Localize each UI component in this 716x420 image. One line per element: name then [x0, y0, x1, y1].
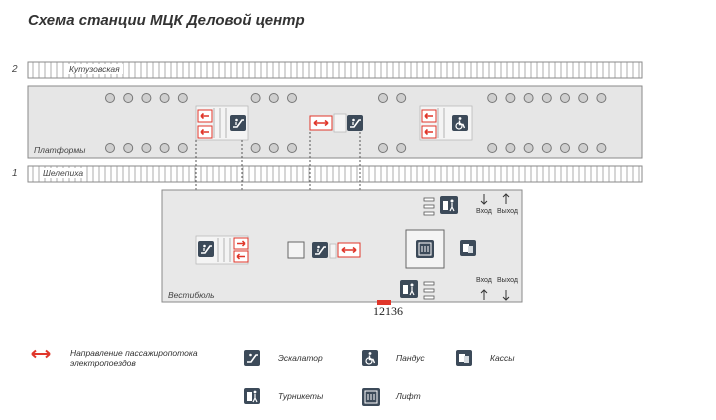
- lift-block: [405, 229, 445, 269]
- platform-column: [396, 143, 407, 153]
- legend-turnstiles-label: Турникеты: [278, 391, 324, 401]
- platform-column: [560, 143, 570, 153]
- turnstile-icon: [400, 280, 418, 298]
- platform-column: [105, 143, 115, 153]
- direction-arrow-icon: [309, 115, 333, 131]
- track-1: [27, 165, 643, 183]
- exit-arrows-top: [480, 193, 510, 205]
- legend-ramp-label: Пандус: [396, 353, 425, 363]
- track-direction-top: Кутузовская: [66, 64, 123, 74]
- platform-column: [505, 143, 516, 153]
- legend-ticket-office-label: Кассы: [490, 353, 515, 363]
- platform-column: [396, 93, 407, 103]
- ramp-icon: [452, 115, 468, 131]
- vestibule-label: Вестибюль: [168, 290, 215, 300]
- ticket-office-icon: [460, 240, 476, 256]
- platform-column: [596, 93, 607, 103]
- track-2: [27, 61, 643, 79]
- direction-arrow-icon: [233, 250, 249, 263]
- exit-arrows-bottom: [480, 289, 510, 301]
- track-direction-bottom: Шелепиха: [40, 168, 87, 178]
- platform-columns-bottom: [105, 143, 607, 153]
- escalator-icon: [346, 114, 364, 132]
- platform-exit-right: [419, 105, 473, 141]
- platform-column: [177, 143, 188, 153]
- platform-column: [250, 93, 261, 103]
- platform-column: [177, 93, 188, 103]
- turnstiles-bottom: [400, 280, 435, 300]
- legend-escalator-icon: [244, 350, 260, 366]
- platform-column: [268, 143, 279, 153]
- legend-direction-arrow-icon: [31, 349, 51, 359]
- platform-column: [123, 143, 134, 153]
- stop-code: 12136: [373, 304, 403, 318]
- platform-column: [141, 143, 152, 153]
- direction-arrow-icon: [337, 242, 361, 258]
- platform-column: [159, 93, 170, 103]
- legend-ramp-icon: [362, 350, 378, 366]
- page-title: Схема станции МЦК Деловой центр: [28, 12, 305, 29]
- entrance-label-bottom: Вход: [476, 277, 492, 284]
- direction-arrow-icon: [421, 125, 437, 139]
- entrance-label-top: Вход: [476, 208, 492, 215]
- vestibule-escalator-center: [287, 241, 361, 259]
- platform-column: [523, 143, 534, 153]
- platform-column: [487, 93, 498, 103]
- platform-column: [378, 93, 388, 103]
- platform-exit-center: [309, 113, 364, 133]
- platform-column: [268, 93, 279, 103]
- platform-column: [523, 93, 534, 103]
- direction-arrow-icon: [421, 109, 437, 123]
- platform-column: [578, 143, 589, 153]
- exit-label-top: Выход: [497, 208, 518, 215]
- platform-column: [505, 93, 516, 103]
- platform-column: [141, 93, 152, 103]
- vestibule-escalator-left: [195, 235, 249, 265]
- platform-column: [105, 93, 115, 103]
- legend-lift-label: Лифт: [396, 391, 421, 401]
- platform-label: Платформы: [34, 145, 86, 155]
- escalator-icon: [311, 241, 329, 259]
- platform-column: [250, 143, 261, 153]
- exit-label-bottom: Выход: [497, 277, 518, 284]
- lift-icon: [416, 240, 434, 258]
- direction-arrow-icon: [197, 125, 213, 139]
- platform-exit-left: [195, 105, 249, 141]
- legend-lift-icon: [362, 388, 380, 406]
- platform-column: [487, 143, 498, 153]
- platform-column: [287, 143, 297, 153]
- legend-escalator-label: Эскалатор: [278, 353, 323, 363]
- platform-column: [287, 93, 297, 103]
- platform-column: [541, 93, 552, 103]
- legend-turnstile-icon: [244, 388, 260, 404]
- platform-column: [541, 143, 552, 153]
- platform-column: [123, 93, 134, 103]
- direction-arrow-icon: [197, 109, 213, 123]
- platform-column: [596, 143, 607, 153]
- escalator-icon: [197, 240, 215, 258]
- platform-columns-top: [105, 93, 607, 103]
- platform-column: [159, 143, 170, 153]
- legend-direction-label: Направление пассажиропотока электропоезд…: [70, 348, 198, 368]
- stop-marker: [377, 300, 391, 305]
- direction-arrow-icon: [233, 237, 249, 250]
- turnstiles-top: [423, 196, 458, 216]
- platform-column: [560, 93, 570, 103]
- escalator-icon: [229, 114, 247, 132]
- track-number-1: 1: [12, 168, 18, 179]
- turnstile-icon: [440, 196, 458, 214]
- track-number-2: 2: [12, 64, 18, 75]
- legend-ticket-office-icon: [456, 350, 472, 366]
- platform-column: [378, 143, 388, 153]
- platform-column: [578, 93, 589, 103]
